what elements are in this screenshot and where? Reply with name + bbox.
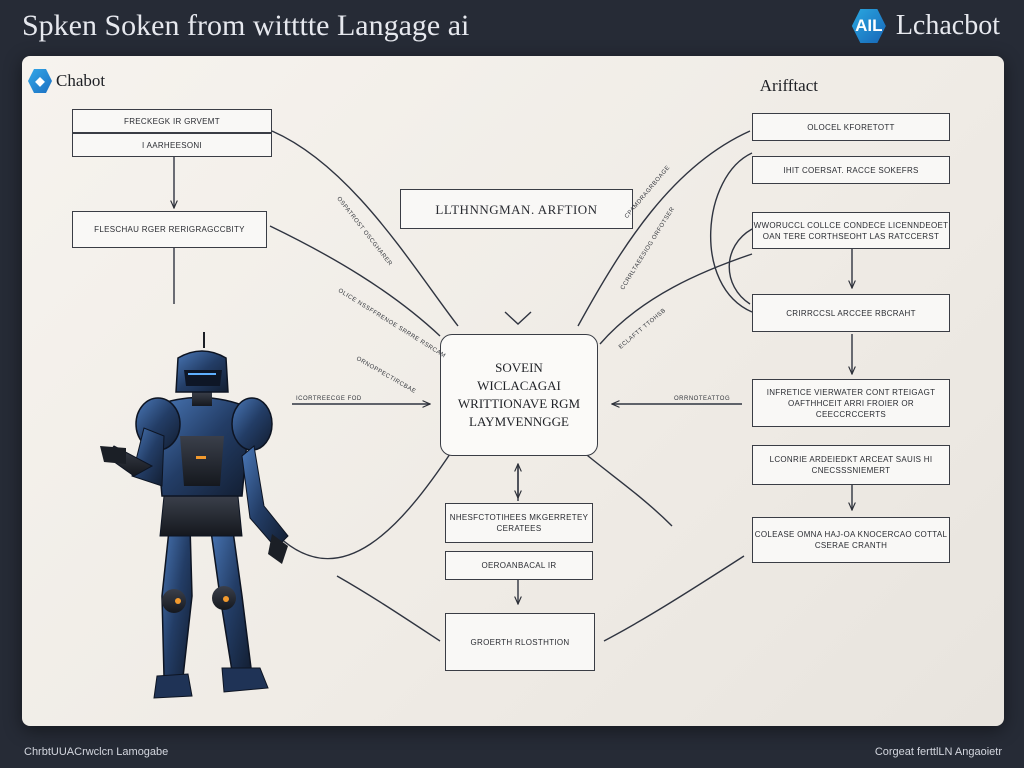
right-box-6: LCONRIE ARDEIEDKT ARCEAT SAUIS HI CNECSS… — [752, 445, 950, 485]
center-line-4: LAYMVENNGGE — [469, 414, 569, 429]
artifact-label: Arifftact — [759, 76, 818, 95]
center-box: SOVEIN WICLACAGAI WRITTIONAVE RGM LAYMVE… — [440, 334, 598, 456]
top-center-box: LLTHNNGMAN. ARFTION — [400, 189, 633, 229]
right-box-7: COLEASE OMNA HAJ-OA KNOCERCAO COTTAL CSE… — [752, 517, 950, 563]
brand-name: Lchacbot — [895, 10, 1000, 41]
right-box-2: IHIT COERSAT. RACCE SOKEFRS — [752, 156, 950, 184]
right-box-5: INFRETICE VIERWATER CONT RTEIGAGT OAFTHH… — [752, 379, 950, 427]
wire-label-3: ICORTREECGE FOD — [296, 396, 362, 402]
diagram-panel: ◆ Chabot Arifftact FRECKEGK IR GRVEMT I … — [22, 56, 1004, 726]
right-box-4: CRIRRCCSL ARCCEE RBCRAHT — [752, 294, 950, 332]
footer-left: ChrbtUUACrwclcn Lamogabe — [24, 746, 169, 758]
page-title: Spken Soken from witttte Langage ai — [22, 9, 470, 42]
right-box-1: OLOCEL KFORETOTT — [752, 113, 950, 141]
left-box-2: I AARHEESONI — [72, 133, 272, 157]
connector-lines — [22, 130, 1004, 642]
brand: AIL Lchacbot — [851, 6, 1000, 46]
right-box-3: WWORUCCL COLLCE CONDECE LICENNDEOET OAN … — [752, 212, 950, 249]
chatbot-badge: ◆ Chabot — [28, 69, 105, 93]
robot-icon — [100, 332, 289, 699]
left-box-1: FRECKEGK IR GRVEMT — [72, 109, 272, 133]
wire-label-5: ORRNOTEATTOG — [674, 396, 731, 402]
center-line-2: WICLACAGAI — [477, 378, 561, 393]
brand-logo-icon: AIL — [851, 9, 886, 43]
center-line-3: WRITTIONAVE RGM — [457, 396, 581, 411]
lower-center-box-3: GROERTH RLOSTHTION — [445, 613, 595, 671]
chat-bubble-icon: ◆ — [28, 69, 52, 93]
center-line-1: SOVEIN — [495, 360, 543, 375]
lower-center-box-1: NHESFCTOTIHEES MKGERRETEY CERATEES — [445, 503, 593, 543]
left-box-3: FLESCHAU RGER RERIGRAGCCBITY — [72, 211, 267, 248]
lower-center-box-2: OEROANBACAL IR — [445, 551, 593, 580]
footer-right: Corgeat ferttlLN Angaoietr — [874, 746, 1002, 758]
chatbot-label: Chabot — [56, 71, 106, 90]
